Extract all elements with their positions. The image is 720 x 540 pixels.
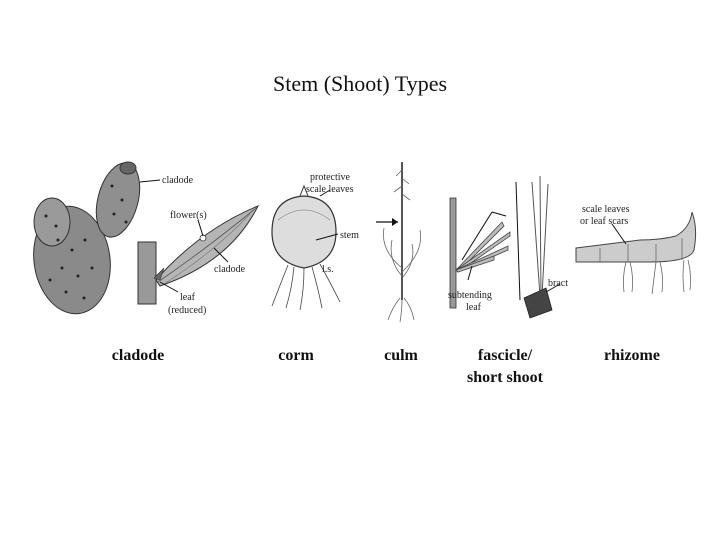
- corm-label: corm: [278, 347, 314, 364]
- page-title: Stem (Shoot) Types: [272, 71, 448, 96]
- rhizome-label: rhizome: [604, 347, 660, 364]
- annotation-leaf-scars: or leaf scars: [580, 216, 628, 227]
- annotation-stem: stem: [340, 230, 359, 241]
- annotation-bract: bract: [548, 278, 568, 289]
- annotation-cladode-mid: cladode: [214, 264, 246, 275]
- annotation-leaf: leaf: [180, 292, 196, 303]
- annotation-scale-leaves: scale leaves: [306, 184, 354, 195]
- annotation-leaf-reduced: (reduced): [168, 305, 206, 316]
- culm-label: culm: [384, 347, 418, 364]
- fascicle-illustration: subtending leaf bract: [448, 175, 568, 319]
- annotation-protective: protective: [310, 172, 351, 183]
- cladode-illustration: cladode flower(s) cladode leaf (reduced): [33, 161, 260, 316]
- annotation-subtending-leaf: leaf: [466, 302, 482, 313]
- fascicle-label: fascicle/: [477, 347, 533, 364]
- annotation-subtending: subtending: [448, 290, 492, 301]
- rhizome-illustration: scale leaves or leaf scars: [575, 204, 697, 295]
- annotation-ls: l.s.: [322, 264, 334, 275]
- cladode-label: cladode: [111, 347, 165, 364]
- short-shoot-label: short shoot: [466, 369, 543, 386]
- annotation-scale-leaves-rhizome: scale leaves: [582, 204, 630, 215]
- culm-illustration: [376, 162, 421, 323]
- corm-illustration: protective scale leaves stem l.s.: [271, 172, 359, 311]
- annotation-cladode-top: cladode: [162, 175, 194, 186]
- annotation-flowers: flower(s): [170, 210, 207, 221]
